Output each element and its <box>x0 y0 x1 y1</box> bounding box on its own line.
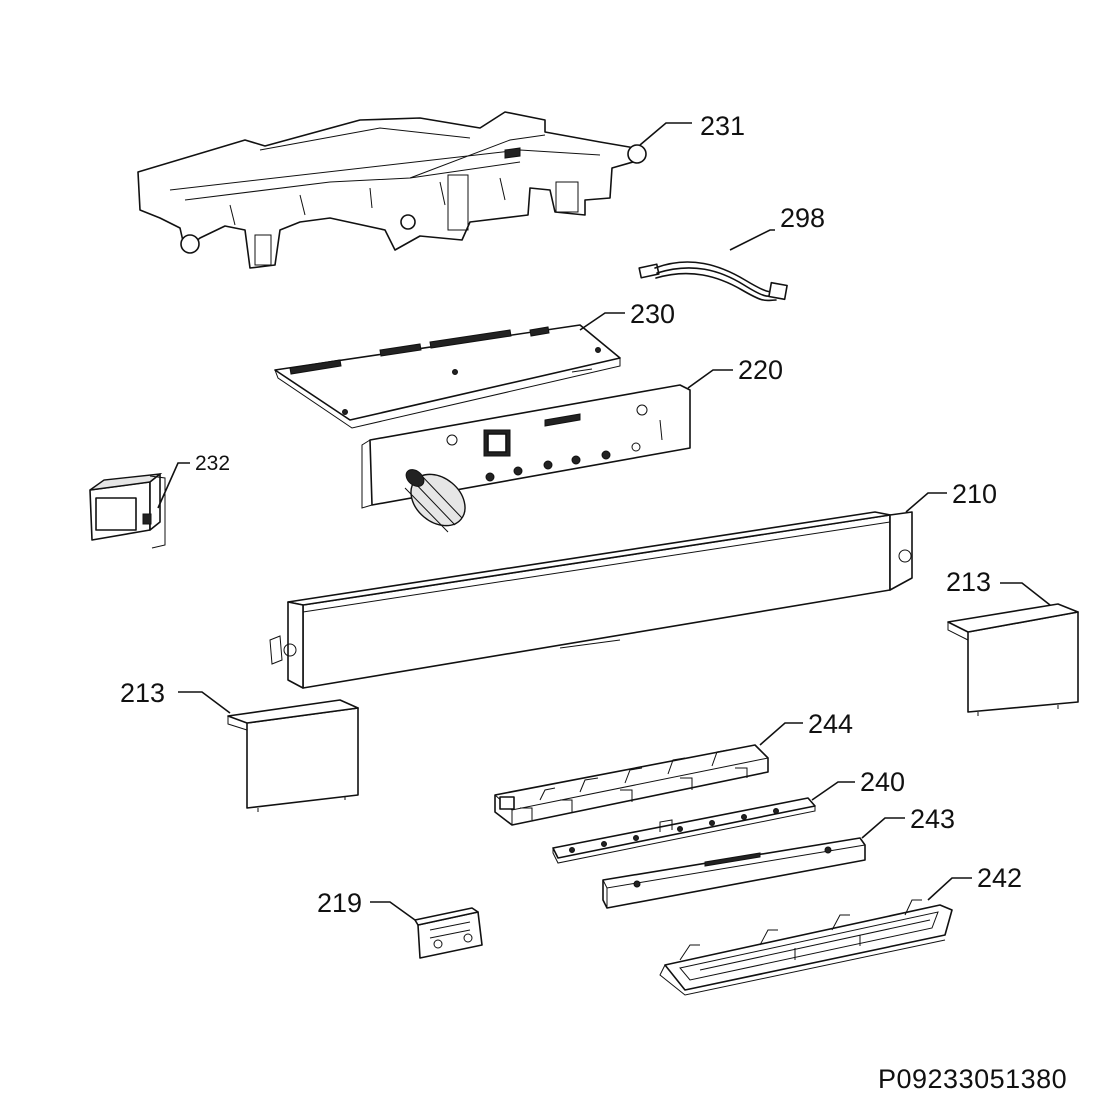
callout-240: 240 <box>860 767 905 797</box>
callout-231: 231 <box>700 111 745 141</box>
part-298-wire-harness <box>638 261 788 302</box>
leader-220 <box>687 369 733 389</box>
leader-231 <box>639 122 692 146</box>
callout-298: 298 <box>780 203 825 233</box>
panel-button-row <box>485 450 611 482</box>
leader-219 <box>370 901 416 921</box>
part-232-transformer <box>89 473 166 549</box>
drawing-reference-number: P09233051380 <box>878 1064 1068 1094</box>
part-231-frame <box>137 111 647 269</box>
leader-232 <box>157 462 190 509</box>
callout-213-left: 213 <box>120 678 165 708</box>
part-210-front-profile <box>269 511 913 689</box>
leader-230 <box>579 312 625 331</box>
leader-243 <box>861 817 905 839</box>
part-213-right-end-cap <box>947 603 1079 716</box>
leader-210 <box>905 492 947 513</box>
leader-244 <box>759 722 803 746</box>
part-242-bottom-profile <box>659 899 953 996</box>
callout-210: 210 <box>952 479 997 509</box>
callout-243: 243 <box>910 804 955 834</box>
callout-220: 220 <box>738 355 783 385</box>
callout-232: 232 <box>195 452 230 475</box>
part-230-control-board <box>274 324 621 429</box>
leader-240 <box>811 781 855 801</box>
callout-213-right: 213 <box>946 567 991 597</box>
leader-242 <box>927 877 972 901</box>
callout-242: 242 <box>977 863 1022 893</box>
leader-213-right <box>1000 582 1051 606</box>
part-213-left-end-cap <box>227 699 359 812</box>
callout-219: 219 <box>317 888 362 918</box>
knob-icon <box>404 469 466 533</box>
callout-230: 230 <box>630 299 675 329</box>
part-219-clip <box>414 907 483 959</box>
part-240-led-strip <box>552 797 816 864</box>
part-244-button-carrier <box>494 744 769 826</box>
part-243-light-guide <box>602 837 866 909</box>
part-220-control-panel <box>361 384 691 533</box>
leader-213-left <box>178 691 231 714</box>
callout-244: 244 <box>808 709 853 739</box>
leader-298 <box>729 229 775 251</box>
